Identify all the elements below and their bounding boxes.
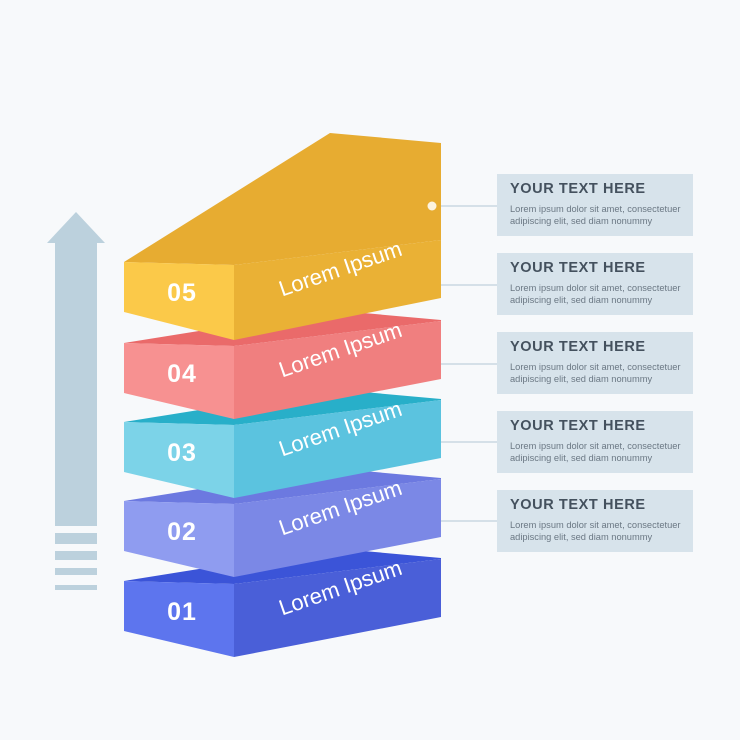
layer-side-face [234,479,441,577]
text-box-title: YOUR TEXT HERE [510,181,646,197]
arrow-stripe [55,551,97,560]
text-box-03: YOUR TEXT HERE Lorem ipsum dolor sit ame… [497,332,693,394]
layer-number: 04 [167,360,197,388]
arrow-stripe [55,533,97,544]
layer-front-face [124,422,234,498]
text-box-body: Lorem ipsum dolor sit amet, consectetuer… [510,520,681,542]
layer-number: 02 [167,518,197,546]
arrow-head [47,212,105,243]
layer-front-face [124,581,234,657]
text-box-body: Lorem ipsum dolor sit amet, consectetuer… [510,204,681,226]
layer-number: 05 [167,279,197,307]
growth-arrow [47,212,105,590]
text-box-body: Lorem ipsum dolor sit amet, consectetuer… [510,441,681,463]
text-box-title: YOUR TEXT HERE [510,418,646,434]
layer-side-face [234,321,441,419]
layer-side-face [234,400,441,498]
arrow-stripe [55,585,97,590]
layer-number: 03 [167,439,197,467]
text-box-05: YOUR TEXT HERE Lorem ipsum dolor sit ame… [497,174,693,236]
connector-dot [427,201,437,211]
connectors [437,205,497,522]
text-box-body: Lorem ipsum dolor sit amet, consectetuer… [510,362,681,384]
arrow-shaft [55,243,97,526]
layer-front-face [124,501,234,577]
text-box-title: YOUR TEXT HERE [510,339,646,355]
layer-top-face [124,133,441,265]
text-box-02: YOUR TEXT HERE Lorem ipsum dolor sit ame… [497,411,693,473]
layer-side-face [234,240,441,340]
text-box-body: Lorem ipsum dolor sit amet, consectetuer… [510,283,681,305]
layer-side-face [234,559,441,657]
layer-front-face [124,262,234,340]
layer-front-face [124,343,234,419]
text-box-title: YOUR TEXT HERE [510,260,646,276]
text-box-01: YOUR TEXT HERE Lorem ipsum dolor sit ame… [497,490,693,552]
layer-number: 01 [167,598,197,626]
arrow-stripe [55,568,97,575]
text-box-title: YOUR TEXT HERE [510,497,646,513]
text-box-04: YOUR TEXT HERE Lorem ipsum dolor sit ame… [497,253,693,315]
